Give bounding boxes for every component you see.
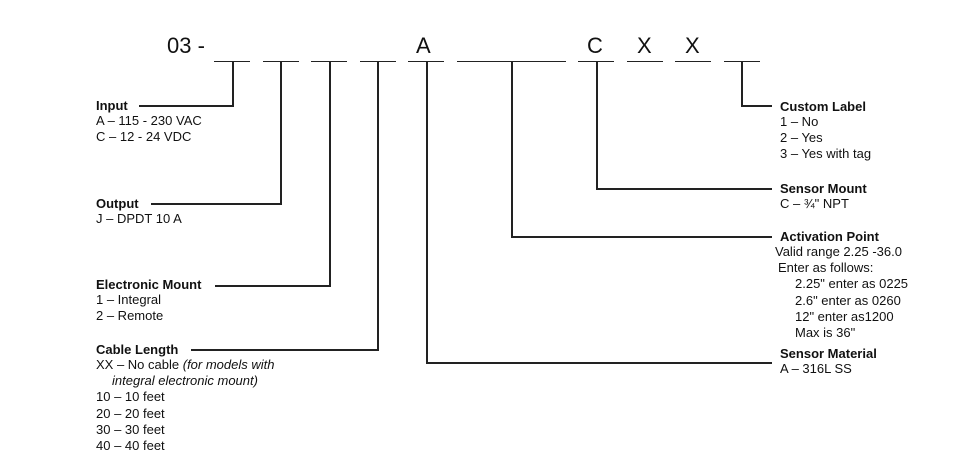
- connector-cable-length-h: [191, 349, 379, 351]
- option: Max is 36": [795, 325, 856, 341]
- connector-sensor-mount-h: [596, 188, 772, 190]
- section-sensor-material: Sensor Material A – 316L SS: [780, 346, 877, 377]
- connector-sensor-mount: [596, 61, 598, 189]
- section-input: Input A – 115 - 230 VAC C – 12 - 24 VDC: [96, 98, 202, 145]
- option: A – 316L SS: [780, 361, 852, 376]
- option: J – DPDT 10 A: [96, 211, 182, 226]
- section-cable-length: Cable Length XX – No cable (for models w…: [96, 342, 274, 454]
- connector-output: [280, 61, 282, 204]
- connector-activation-point-h: [511, 236, 772, 238]
- option: Valid range 2.25 -36.0: [775, 244, 902, 259]
- option: 2.25" enter as 0225: [795, 276, 909, 292]
- section-electronic-mount: Electronic Mount 1 – Integral 2 – Remote: [96, 277, 201, 324]
- connector-input-h: [139, 105, 234, 107]
- option-note: (for models with: [182, 357, 275, 372]
- option: 12" enter as1200: [795, 308, 894, 324]
- connector-sensor-material: [426, 61, 428, 363]
- connector-electronic-mount-h: [215, 285, 331, 287]
- option-note: integral electronic mount): [112, 373, 258, 389]
- option: 2 – Remote: [96, 308, 164, 324]
- option: XX – No cable (for models with: [96, 357, 274, 373]
- section-title: Cable Length: [96, 342, 179, 357]
- section-title: Output: [96, 196, 139, 211]
- connector-input: [232, 61, 234, 106]
- section-custom-label: Custom Label 1 – No 2 – Yes 3 – Yes with…: [780, 99, 871, 163]
- option: 2 – Yes: [780, 130, 823, 146]
- code-value-sensor-mount: C: [587, 33, 603, 58]
- option: 20 – 20 feet: [96, 405, 165, 421]
- section-title: Input: [96, 98, 128, 113]
- option: 2.6" enter as 0260: [795, 292, 901, 308]
- section-sensor-mount: Sensor Mount C – ¾" NPT: [780, 181, 867, 212]
- connector-custom-label-h: [741, 105, 772, 107]
- option: 3 – Yes with tag: [780, 146, 872, 162]
- option: A – 115 - 230 VAC: [96, 113, 202, 128]
- section-title: Electronic Mount: [96, 277, 202, 292]
- option: 1 – Integral: [96, 292, 162, 307]
- option-code: XX – No cable: [96, 357, 180, 372]
- connector-activation-point: [511, 61, 513, 237]
- code-slot-fixed-1: [627, 61, 663, 62]
- option: Enter as follows:: [778, 260, 874, 276]
- model-prefix: 03 -: [167, 33, 205, 58]
- option: C – 12 - 24 VDC: [96, 129, 192, 145]
- code-value-fixed-2: X: [685, 33, 700, 58]
- connector-cable-length: [377, 61, 379, 350]
- code-slot-fixed-2: [675, 61, 711, 62]
- connector-electronic-mount: [329, 61, 331, 286]
- connector-custom-label: [741, 61, 743, 106]
- section-title: Sensor Material: [780, 346, 877, 361]
- option: 40 – 40 feet: [96, 438, 165, 454]
- section-title: Activation Point: [780, 229, 879, 244]
- section-title: Custom Label: [780, 99, 866, 114]
- option: 10 – 10 feet: [96, 389, 165, 405]
- section-output: Output J – DPDT 10 A: [96, 196, 182, 227]
- code-value-sensor-material: A: [416, 33, 431, 58]
- connector-output-h: [151, 203, 282, 205]
- option: C – ¾" NPT: [780, 196, 849, 211]
- connector-sensor-material-h: [426, 362, 772, 364]
- code-value-fixed-1: X: [637, 33, 652, 58]
- section-activation-point: Activation Point Valid range 2.25 -36.0 …: [775, 229, 908, 341]
- option: 1 – No: [780, 114, 819, 129]
- section-title: Sensor Mount: [780, 181, 867, 196]
- option: 30 – 30 feet: [96, 421, 165, 437]
